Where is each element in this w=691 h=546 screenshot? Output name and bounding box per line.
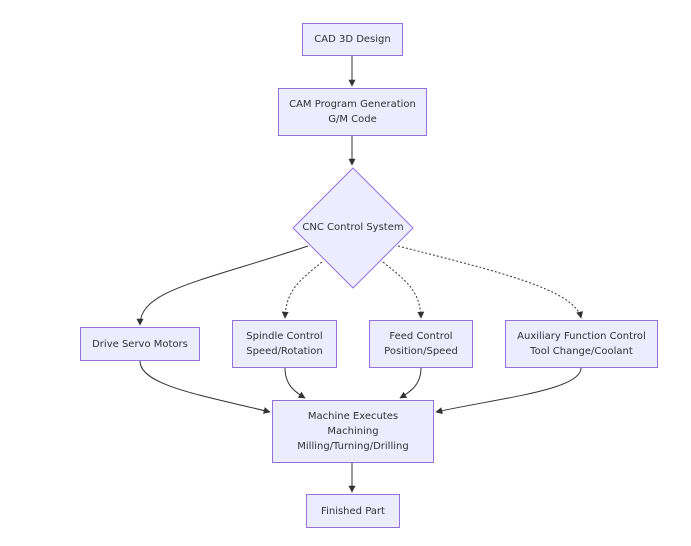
node-label: G/M Code bbox=[328, 114, 377, 125]
node-label: Position/Speed bbox=[384, 346, 458, 357]
node-finished-part: Finished Part bbox=[306, 494, 400, 528]
node-cnc-label: CNC Control System bbox=[302, 222, 404, 233]
node-label: Auxiliary Function Control bbox=[517, 331, 646, 342]
node-label: Milling/Turning/Drilling bbox=[297, 441, 409, 452]
node-label: Drive Servo Motors bbox=[92, 338, 188, 350]
node-spindle-control: Spindle Control Speed/Rotation bbox=[232, 320, 337, 368]
node-label: Tool Change/Coolant bbox=[530, 346, 633, 357]
node-label: Spindle Control bbox=[246, 331, 323, 342]
node-cam-program-generation: CAM Program Generation G/M Code bbox=[278, 88, 427, 136]
node-label: Feed Control bbox=[389, 331, 453, 342]
node-cnc-control-system bbox=[292, 167, 414, 289]
node-label: Speed/Rotation bbox=[246, 346, 323, 357]
node-drive-servo-motors: Drive Servo Motors bbox=[80, 327, 200, 361]
node-cad-3d-design: CAD 3D Design bbox=[302, 23, 403, 56]
node-machine-executes: Machine Executes Machining Milling/Turni… bbox=[272, 400, 434, 463]
node-label: CAM Program Generation bbox=[289, 99, 416, 110]
node-label: Machine Executes bbox=[307, 411, 399, 422]
edge-cnc-aux bbox=[397, 245, 584, 319]
node-label: Finished Part bbox=[321, 505, 385, 517]
edge-cnc-drive bbox=[136, 245, 309, 326]
node-label: CAD 3D Design bbox=[314, 34, 391, 45]
edge-feed-machine bbox=[399, 367, 422, 399]
edge-cnc-feed bbox=[382, 261, 425, 319]
edge-aux-machine bbox=[435, 367, 582, 415]
edge-drive-machine bbox=[139, 360, 271, 414]
node-auxiliary-function-control: Auxiliary Function Control Tool Change/C… bbox=[505, 320, 658, 368]
node-label: Machining bbox=[327, 426, 379, 437]
node-feed-control: Feed Control Position/Speed bbox=[369, 320, 473, 368]
edge-spindle-machine bbox=[284, 367, 306, 399]
